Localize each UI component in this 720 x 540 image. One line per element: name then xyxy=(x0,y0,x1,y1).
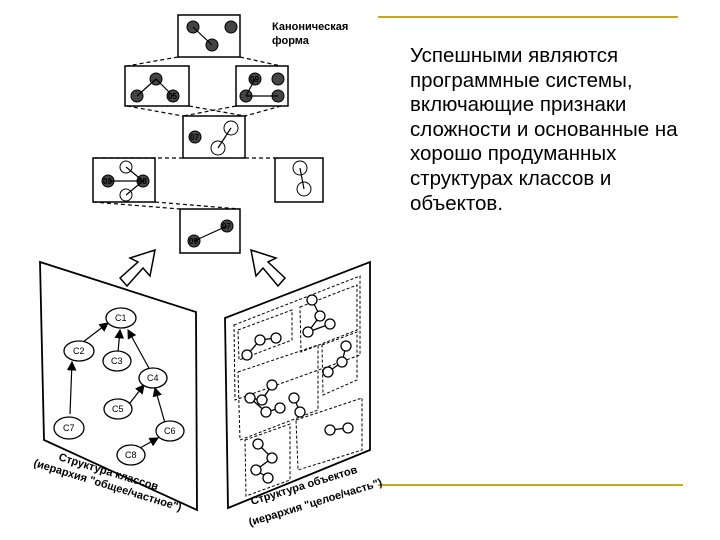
node-label-09: 09 xyxy=(250,75,259,84)
class-structure-panel: C1 C2 C3 C4 C5 C6 C7 C8 Структура классо… xyxy=(32,260,198,514)
node-labels: 05 09 07 03 08 07 09 xyxy=(103,75,259,246)
class-c2-cloud xyxy=(63,340,95,362)
node-label-08: 08 xyxy=(138,177,147,186)
class-c8-cloud xyxy=(116,444,146,466)
class-c3-label: C3 xyxy=(111,356,123,366)
class-c7-label: C7 xyxy=(63,423,75,433)
node-label-07b: 07 xyxy=(222,222,231,231)
left-big-arrow xyxy=(118,248,156,288)
class-c5-cloud xyxy=(103,398,133,420)
class-c7-cloud xyxy=(53,416,85,440)
class-c1-label: C1 xyxy=(115,313,127,323)
class-c3-cloud xyxy=(102,350,132,372)
box-middle-level3 xyxy=(182,115,246,159)
bottom-accent-rule xyxy=(378,484,683,486)
right-big-arrow xyxy=(250,248,287,288)
slide-body-text: Успешными являются программные системы, … xyxy=(410,44,678,215)
class-c6-cloud xyxy=(155,420,185,442)
top-accent-rule xyxy=(378,16,678,18)
hierarchy-dashed-connectors xyxy=(92,56,282,210)
class-c2-label: C2 xyxy=(73,346,85,356)
class-c4-cloud xyxy=(138,367,168,389)
box-left-level4 xyxy=(92,157,156,203)
node-label-07: 07 xyxy=(190,133,199,142)
node-label-05: 05 xyxy=(168,92,177,101)
node-label-09b: 09 xyxy=(189,237,198,246)
big-arrows xyxy=(118,248,287,288)
box-left-level2 xyxy=(124,65,190,107)
canonical-label-line2: форма xyxy=(272,35,310,47)
node-label-03: 03 xyxy=(103,177,112,186)
canonical-label-line1: Каноническая xyxy=(272,21,348,33)
class-c6-label: C6 xyxy=(164,426,176,436)
class-c5-label: C5 xyxy=(112,404,124,414)
node xyxy=(224,20,238,34)
box-right-level4 xyxy=(274,157,324,203)
class-c4-label: C4 xyxy=(147,373,159,383)
class-c8-label: C8 xyxy=(125,450,137,460)
box-right-level2 xyxy=(235,65,289,107)
box-bottom-level5 xyxy=(179,208,241,254)
object-structure-panel: Структура объектов (иерархия "целое/част… xyxy=(224,260,384,529)
canonical-form-hierarchy xyxy=(92,14,324,254)
canonical-top-box xyxy=(177,14,241,58)
class-c1-cloud xyxy=(105,307,137,329)
